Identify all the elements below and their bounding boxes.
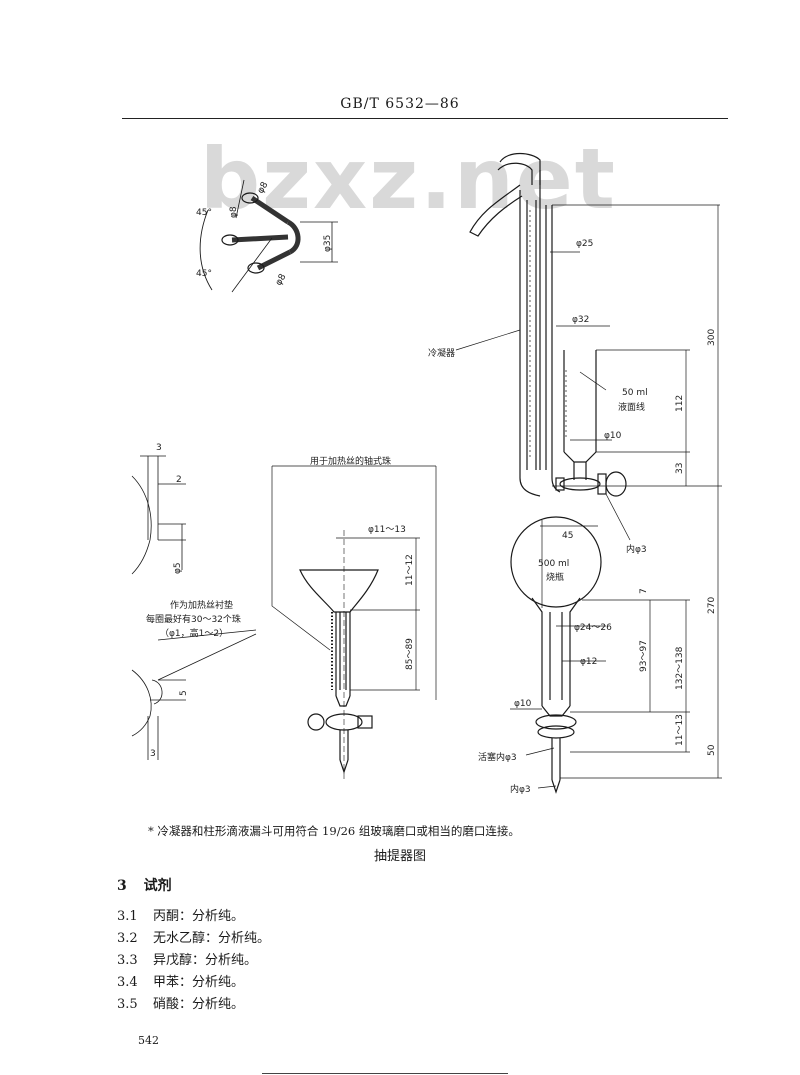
label-phi32: φ32 [572, 315, 589, 325]
label-dim-50: 50 [707, 744, 717, 756]
label-phi11-13: φ11～13 [368, 525, 406, 535]
label-bead-note-2: 每圈最好有30～32个珠 [146, 613, 241, 625]
label-phi10-lower: φ10 [514, 699, 532, 709]
label-angle-upper: 45° [196, 208, 212, 218]
bottom-rule [262, 1073, 508, 1074]
label-detail-5: 5 [179, 690, 189, 696]
reagent-number: 3.2 [117, 931, 138, 946]
label-dim-85-89: 85～89 [405, 638, 415, 670]
label-phi10-upper: φ10 [604, 431, 622, 441]
reagent-item: 3.4 甲苯：分析纯。 [117, 971, 244, 990]
dropping-funnel [271, 465, 437, 780]
section-heading: 3 试剂 [117, 875, 172, 895]
reagent-item: 3.3 异戊醇：分析纯。 [117, 949, 257, 968]
main-dimensions [455, 205, 722, 789]
bead-detail [131, 455, 257, 760]
label-stopcock-inner: 活塞内φ3 [478, 751, 517, 763]
connector-detail [199, 179, 338, 293]
label-dim-93-97: 93～97 [639, 640, 649, 672]
label-detail-3-bottom: 3 [150, 749, 156, 759]
label-flask-name: 烧瓶 [546, 571, 564, 583]
reagent-text: 丙酮：分析纯。 [153, 909, 245, 924]
reagent-number: 3.3 [117, 953, 138, 968]
label-inner-phi3-lower: 内φ3 [510, 783, 531, 795]
section-number: 3 [117, 878, 127, 894]
label-dim-33: 33 [675, 463, 685, 474]
label-flask-volume: 500 ml [538, 559, 569, 569]
standard-number-header: GB/T 6532—86 [340, 96, 460, 112]
label-inner-phi3-upper: 内φ3 [626, 543, 647, 555]
page-number: 542 [138, 1034, 159, 1047]
label-bead-note-1: 作为加热丝衬垫 [170, 599, 233, 611]
label-dim-7: 7 [639, 588, 649, 594]
label-dim-45: 45 [562, 531, 573, 541]
label-phi8-bottom: φ8 [274, 272, 289, 287]
label-condenser: 冷凝器 [428, 347, 455, 359]
main-extractor [469, 152, 720, 794]
label-50ml: 50 ml [622, 388, 648, 398]
label-phi8-top: φ8 [256, 180, 271, 195]
reagent-text: 硝酸：分析纯。 [153, 997, 245, 1012]
label-detail-2: 2 [176, 475, 182, 485]
reagent-text: 甲苯：分析纯。 [153, 975, 245, 990]
label-dim-132-138: 132～138 [675, 646, 685, 690]
label-detail-phi5: φ5 [173, 562, 183, 574]
label-dim-112: 112 [675, 395, 685, 412]
label-phi8-left: φ8 [229, 206, 239, 218]
label-angle-lower: 45° [196, 269, 212, 279]
label-dim-300: 300 [707, 329, 717, 346]
reagent-number: 3.5 [117, 997, 138, 1012]
label-bead-note-3: （φ1，高1～2） [160, 627, 228, 639]
label-phi35: φ35 [323, 235, 333, 252]
label-heater-bead: 用于加热丝的轴式珠 [310, 455, 391, 467]
label-dim-11-12: 11～12 [405, 554, 415, 586]
reagent-text: 异戊醇：分析纯。 [153, 953, 258, 968]
label-phi24-26: φ24～26 [574, 623, 612, 633]
header-rule [122, 118, 728, 119]
reagent-item: 3.2 无水乙醇：分析纯。 [117, 927, 270, 946]
reagent-number: 3.1 [117, 909, 138, 924]
section-title: 试剂 [143, 878, 172, 894]
figure-caption: 抽提器图 [373, 849, 426, 864]
label-dim-11-13: 11～13 [675, 714, 685, 746]
figure-footnote: * 冷凝器和柱形滴液漏斗可用符合 19/26 组玻璃磨口或相当的磨口连接。 [148, 824, 520, 838]
label-phi25: φ25 [576, 239, 593, 249]
reagent-item: 3.1 丙酮：分析纯。 [117, 905, 244, 924]
label-phi12: φ12 [580, 657, 597, 667]
reagent-text: 无水乙醇：分析纯。 [153, 931, 271, 946]
reagent-item: 3.5 硝酸：分析纯。 [117, 993, 244, 1012]
label-detail-3-top: 3 [156, 443, 162, 453]
reagent-number: 3.4 [117, 975, 138, 990]
label-liquid-line: 液面线 [618, 401, 645, 413]
label-dim-270: 270 [707, 597, 717, 614]
